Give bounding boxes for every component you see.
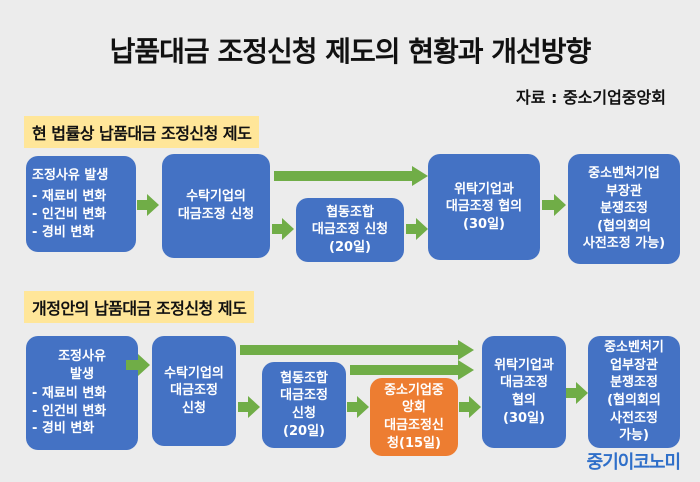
box-line: - 경비 변화	[32, 224, 95, 240]
arrow-right-icon	[406, 218, 428, 240]
box-revised-consultation: 위탁기업과 대금조정 협의 (30일)	[482, 336, 566, 448]
box-line: 중소벤처기업	[588, 166, 660, 182]
box-current-supplier-request: 수탁기업의 대금조정 신청	[162, 154, 270, 258]
section-label-revised: 개정안의 납품대금 조정신청 제도	[24, 291, 255, 323]
box-line: 중소벤처기	[604, 340, 664, 356]
arrow-right-icon	[238, 396, 260, 418]
box-line: 사전조정	[610, 410, 658, 426]
long-arrow-right-icon	[350, 360, 474, 380]
box-line: - 재료비 변화	[32, 386, 107, 402]
long-arrow-right-icon	[240, 340, 474, 360]
source-note: 자료 : 중소기업중앙회	[515, 88, 666, 107]
box-line: 대금조정 협의	[445, 199, 523, 215]
box-line: 앙회	[402, 400, 426, 416]
box-line: 협의	[512, 393, 536, 408]
arrow-right-icon	[137, 194, 159, 216]
box-line: (30일)	[463, 216, 505, 232]
arrow-right-icon	[126, 354, 150, 376]
box-line: 발생	[70, 366, 94, 382]
box-revised-ministry-mediation: 중소벤처기 업부장관 분쟁조정 (협의회의 사전조정 가능)	[588, 336, 680, 448]
box-line: (20일)	[329, 239, 371, 255]
box-revised-cooperative-request: 협동조합 대금조정 신청 (20일)	[262, 362, 346, 448]
arrow-right-icon	[542, 194, 566, 216]
arrow-right-icon	[459, 396, 481, 418]
box-line: 대금조정	[170, 383, 218, 399]
box-line: 청(15일)	[387, 435, 441, 451]
box-revised-kbiz-request: 중소기업중 앙회 대금조정신 청(15일)	[370, 378, 458, 456]
box-line: 신청	[292, 406, 316, 421]
box-line: (협의회의	[607, 393, 661, 408]
section-label-current: 현 법률상 납품대금 조정신청 제도	[24, 116, 260, 148]
box-line: 대금조정	[500, 375, 548, 391]
arrow-right-icon	[566, 382, 588, 404]
box-line: 가능)	[619, 428, 649, 444]
box-line: 사전조정 가능)	[582, 236, 666, 252]
box-line: 위탁기업과	[494, 357, 554, 373]
box-line: 분쟁조정	[610, 375, 658, 391]
box-line: 대금조정 신청	[177, 207, 255, 222]
box-current-consultation: 위탁기업과 대금조정 협의 (30일)	[428, 154, 540, 260]
arrow-right-icon	[347, 396, 369, 418]
box-line: - 경비 변화	[32, 421, 95, 437]
box-line: - 인건비 변화	[32, 207, 107, 222]
publisher-logo: 중기이코노미	[586, 452, 681, 473]
box-line: - 재료비 변화	[32, 189, 107, 205]
box-line: 대금조정 신청	[311, 222, 389, 238]
box-line: 조정사유	[58, 349, 106, 365]
box-line: 분쟁조정	[600, 201, 648, 217]
box-line: (30일)	[503, 410, 545, 426]
box-revised-cause: 조정사유 발생 - 재료비 변화 - 인건비 변화 - 경비 변화	[26, 336, 138, 450]
box-line: 중소기업중	[384, 382, 444, 398]
box-line: 협동조합	[326, 204, 374, 220]
box-line: 업부장관	[610, 357, 658, 373]
box-line: 수탁기업의	[164, 365, 224, 381]
page-title: 납품대금 조정신청 제도의 현황과 개선방향	[109, 35, 592, 68]
box-line: (협의회의	[597, 218, 651, 234]
arrow-right-icon	[272, 218, 294, 240]
box-line: 대금조정	[280, 388, 328, 404]
box-line: - 인건비 변화	[32, 403, 107, 419]
box-line: 부장관	[606, 183, 642, 199]
box-line: 협동조합	[280, 370, 328, 386]
long-arrow-right-icon	[274, 166, 428, 186]
box-current-cooperative-request: 협동조합 대금조정 신청 (20일)	[296, 198, 404, 262]
box-line: 대금조정신	[384, 418, 444, 433]
box-line: 신청	[182, 400, 206, 416]
box-line: 수탁기업의	[186, 189, 246, 205]
box-current-cause: 조정사유 발생 - 재료비 변화 - 인건비 변화 - 경비 변화	[26, 156, 136, 252]
box-revised-supplier-request: 수탁기업의 대금조정 신청	[152, 336, 236, 446]
box-line: 조정사유 발생	[32, 167, 109, 183]
box-current-ministry-mediation: 중소벤처기업 부장관 분쟁조정 (협의회의 사전조정 가능)	[568, 154, 680, 264]
box-line: 위탁기업과	[454, 181, 514, 197]
box-line: (20일)	[283, 423, 325, 439]
